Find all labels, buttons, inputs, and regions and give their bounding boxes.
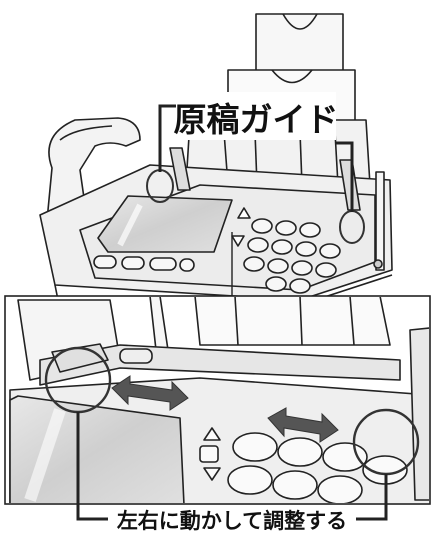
double-arrow-left	[111, 375, 189, 411]
zoom-panel	[4, 295, 431, 505]
top-label: 原稿ガイド	[174, 100, 339, 139]
keypad	[243, 218, 341, 294]
lcd-screen	[97, 195, 233, 253]
bottom-label: 左右に動かして調整する	[117, 509, 347, 531]
panel-buttons	[93, 255, 195, 272]
top-label-bracket	[158, 104, 354, 212]
antenna	[375, 171, 385, 271]
double-arrow-right	[267, 407, 339, 443]
bottom-label-bracket	[76, 412, 388, 521]
fax-machine-overview	[39, 13, 393, 306]
